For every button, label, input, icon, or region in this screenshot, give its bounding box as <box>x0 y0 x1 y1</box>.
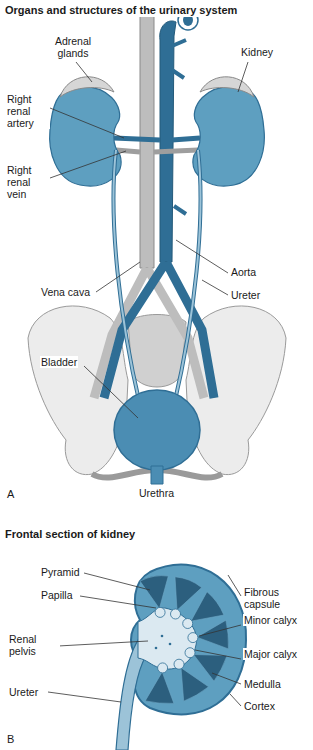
leader-line <box>84 573 150 590</box>
calyx-cup <box>183 619 193 629</box>
panel-heading: Organs and structures of the urinary sys… <box>4 4 238 17</box>
pyramid-shape <box>197 620 229 649</box>
dot <box>169 643 172 646</box>
ureter-tube <box>113 150 200 405</box>
part-label: Bladder <box>40 356 78 368</box>
renal-vein <box>116 150 198 152</box>
leader-line <box>76 62 92 82</box>
leader-line <box>238 62 248 92</box>
leader-line <box>195 650 241 659</box>
calyx-cup <box>155 607 165 617</box>
panel-letter: B <box>6 733 15 745</box>
ureter-tube <box>113 150 200 405</box>
part-label: Right renal vein <box>6 164 50 200</box>
part-label: Kidney <box>240 46 274 58</box>
part-label: Aorta <box>230 266 257 278</box>
pyramid-shape <box>140 576 168 609</box>
urethra-tube <box>151 466 163 484</box>
kidney-cortex <box>131 565 246 715</box>
part-label: Ureter <box>8 686 39 698</box>
leader-line <box>230 694 241 706</box>
part-label: Renal pelvis <box>8 633 60 657</box>
calyx-cup <box>185 648 195 658</box>
bladder-shape <box>114 390 200 470</box>
part-label: Right renal artery <box>6 93 50 129</box>
kidney <box>193 87 264 186</box>
calyx-cup <box>171 609 181 619</box>
part-label: Fibrous capsule <box>243 586 309 610</box>
kidney <box>50 87 121 186</box>
pelvis-bones <box>28 306 286 478</box>
calyx-cup <box>188 633 198 643</box>
part-label: Vena cava <box>40 286 91 298</box>
leader-lines <box>50 62 248 418</box>
part-label: Urethra <box>138 487 175 499</box>
part-label: Pyramid <box>40 566 81 578</box>
renal-artery <box>114 138 200 140</box>
leader-line <box>50 108 124 138</box>
calyx-cup <box>174 659 184 669</box>
aorta-top-branch <box>172 40 186 214</box>
leader-line <box>212 673 241 684</box>
part-label: Major calyx <box>243 648 309 660</box>
pyramid-shape <box>145 672 174 704</box>
part-label: Medulla <box>243 678 282 690</box>
adrenal-gland <box>60 77 114 97</box>
panel-heading: Frontal section of kidney <box>4 528 136 541</box>
calyx-cup <box>158 663 168 673</box>
leader-line <box>199 625 241 636</box>
dot <box>155 647 158 650</box>
ureters-bladder <box>113 150 200 484</box>
pyramid-shape <box>181 668 209 702</box>
leader-line <box>228 575 241 596</box>
pyramid-shape <box>191 592 224 622</box>
leader-line <box>58 641 148 646</box>
leader-line <box>96 262 140 292</box>
leader-line <box>48 692 121 702</box>
part-label: Adrenal glands <box>46 35 100 59</box>
part-label: Minor calyx <box>243 614 309 626</box>
leader-line <box>50 151 126 178</box>
panel-letter: A <box>6 488 15 500</box>
leader-line <box>202 280 228 295</box>
pyramid-shape <box>175 577 202 611</box>
part-label: Cortex <box>243 700 276 712</box>
part-label: Ureter <box>230 289 261 301</box>
part-label: Papilla <box>40 589 74 601</box>
adrenal-gland <box>200 77 254 97</box>
calyces <box>155 607 198 673</box>
kidney-section <box>116 565 246 750</box>
leader-line <box>84 366 138 418</box>
pelvis-dots <box>155 635 172 650</box>
leader-lines <box>48 573 241 706</box>
dot <box>161 635 164 638</box>
leader-line <box>80 596 156 608</box>
leader-line <box>176 240 228 273</box>
